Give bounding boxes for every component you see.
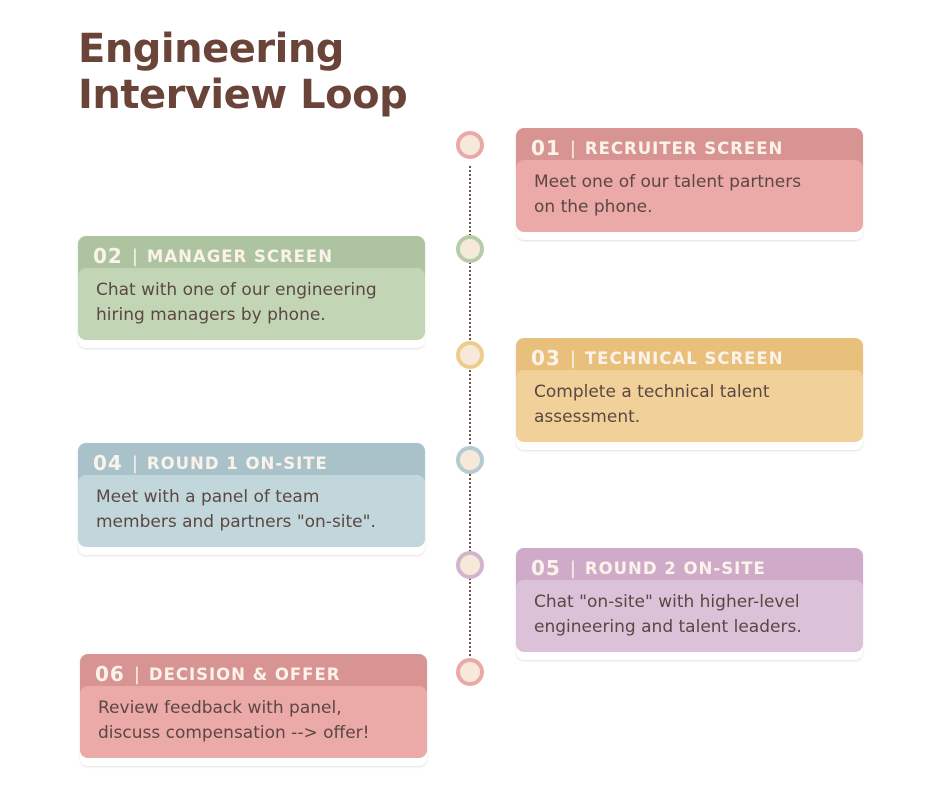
timeline-dot-2 — [456, 235, 484, 263]
title-line-1: Engineering — [78, 26, 344, 72]
timeline-dot-6 — [456, 658, 484, 686]
step-card-2: 02 | MANAGER SCREEN Chat with one of our… — [78, 236, 425, 348]
title-line-2: Interview Loop — [78, 72, 408, 118]
timeline-dot-5 — [456, 551, 484, 579]
step-description: Meet one of our talent partners on the p… — [516, 160, 863, 232]
step-description-line-2: assessment. — [534, 407, 641, 427]
step-label: RECRUITER SCREEN — [584, 138, 784, 158]
step-description-line-1: Chat with one of our engineering — [96, 280, 377, 300]
step-label: ROUND 2 ON-SITE — [584, 558, 766, 578]
step-label: MANAGER SCREEN — [146, 246, 334, 266]
step-separator: | — [569, 347, 576, 369]
step-number: 05 — [531, 556, 561, 580]
step-number: 04 — [93, 451, 123, 475]
step-description: Complete a technical talent assessment. — [516, 370, 863, 442]
step-description-line-2: members and partners "on-site". — [96, 512, 376, 532]
timeline-dot-3 — [456, 341, 484, 369]
step-label: DECISION & OFFER — [148, 664, 341, 684]
timeline-dot-4 — [456, 446, 484, 474]
step-card-3: 03 | TECHNICAL SCREEN Complete a technic… — [516, 338, 863, 450]
step-description: Chat "on-site" with higher-level enginee… — [516, 580, 863, 652]
step-card-5: 05 | ROUND 2 ON-SITE Chat "on-site" with… — [516, 548, 863, 660]
step-number: 03 — [531, 346, 561, 370]
step-number: 01 — [531, 136, 561, 160]
step-label: TECHNICAL SCREEN — [584, 348, 784, 368]
step-description-line-2: on the phone. — [534, 197, 653, 217]
step-separator: | — [569, 557, 576, 579]
step-description-line-2: hiring managers by phone. — [96, 305, 326, 325]
step-number: 02 — [93, 244, 123, 268]
step-separator: | — [133, 663, 140, 685]
step-description-line-1: Complete a technical talent — [534, 382, 770, 402]
timeline-line — [469, 166, 471, 656]
step-number: 06 — [95, 662, 125, 686]
step-card-1: 01 | RECRUITER SCREEN Meet one of our ta… — [516, 128, 863, 240]
step-description-line-2: discuss compensation --> offer! — [98, 723, 370, 743]
step-description: Meet with a panel of team members and pa… — [78, 475, 425, 547]
step-description-line-1: Chat "on-site" with higher-level — [534, 592, 800, 612]
step-card-6: 06 | DECISION & OFFER Review feedback wi… — [80, 654, 427, 766]
step-separator: | — [131, 245, 138, 267]
timeline-dot-1 — [456, 131, 484, 159]
step-description-line-2: engineering and talent leaders. — [534, 617, 802, 637]
step-separator: | — [131, 452, 138, 474]
step-description-line-1: Meet one of our talent partners — [534, 172, 802, 192]
step-description: Review feedback with panel, discuss comp… — [80, 686, 427, 758]
page-title: Engineering Interview Loop — [78, 26, 408, 118]
step-description-line-1: Review feedback with panel, — [98, 698, 342, 718]
step-card-4: 04 | ROUND 1 ON-SITE Meet with a panel o… — [78, 443, 425, 555]
step-separator: | — [569, 137, 576, 159]
step-description-line-1: Meet with a panel of team — [96, 487, 320, 507]
step-label: ROUND 1 ON-SITE — [146, 453, 328, 473]
step-description: Chat with one of our engineering hiring … — [78, 268, 425, 340]
